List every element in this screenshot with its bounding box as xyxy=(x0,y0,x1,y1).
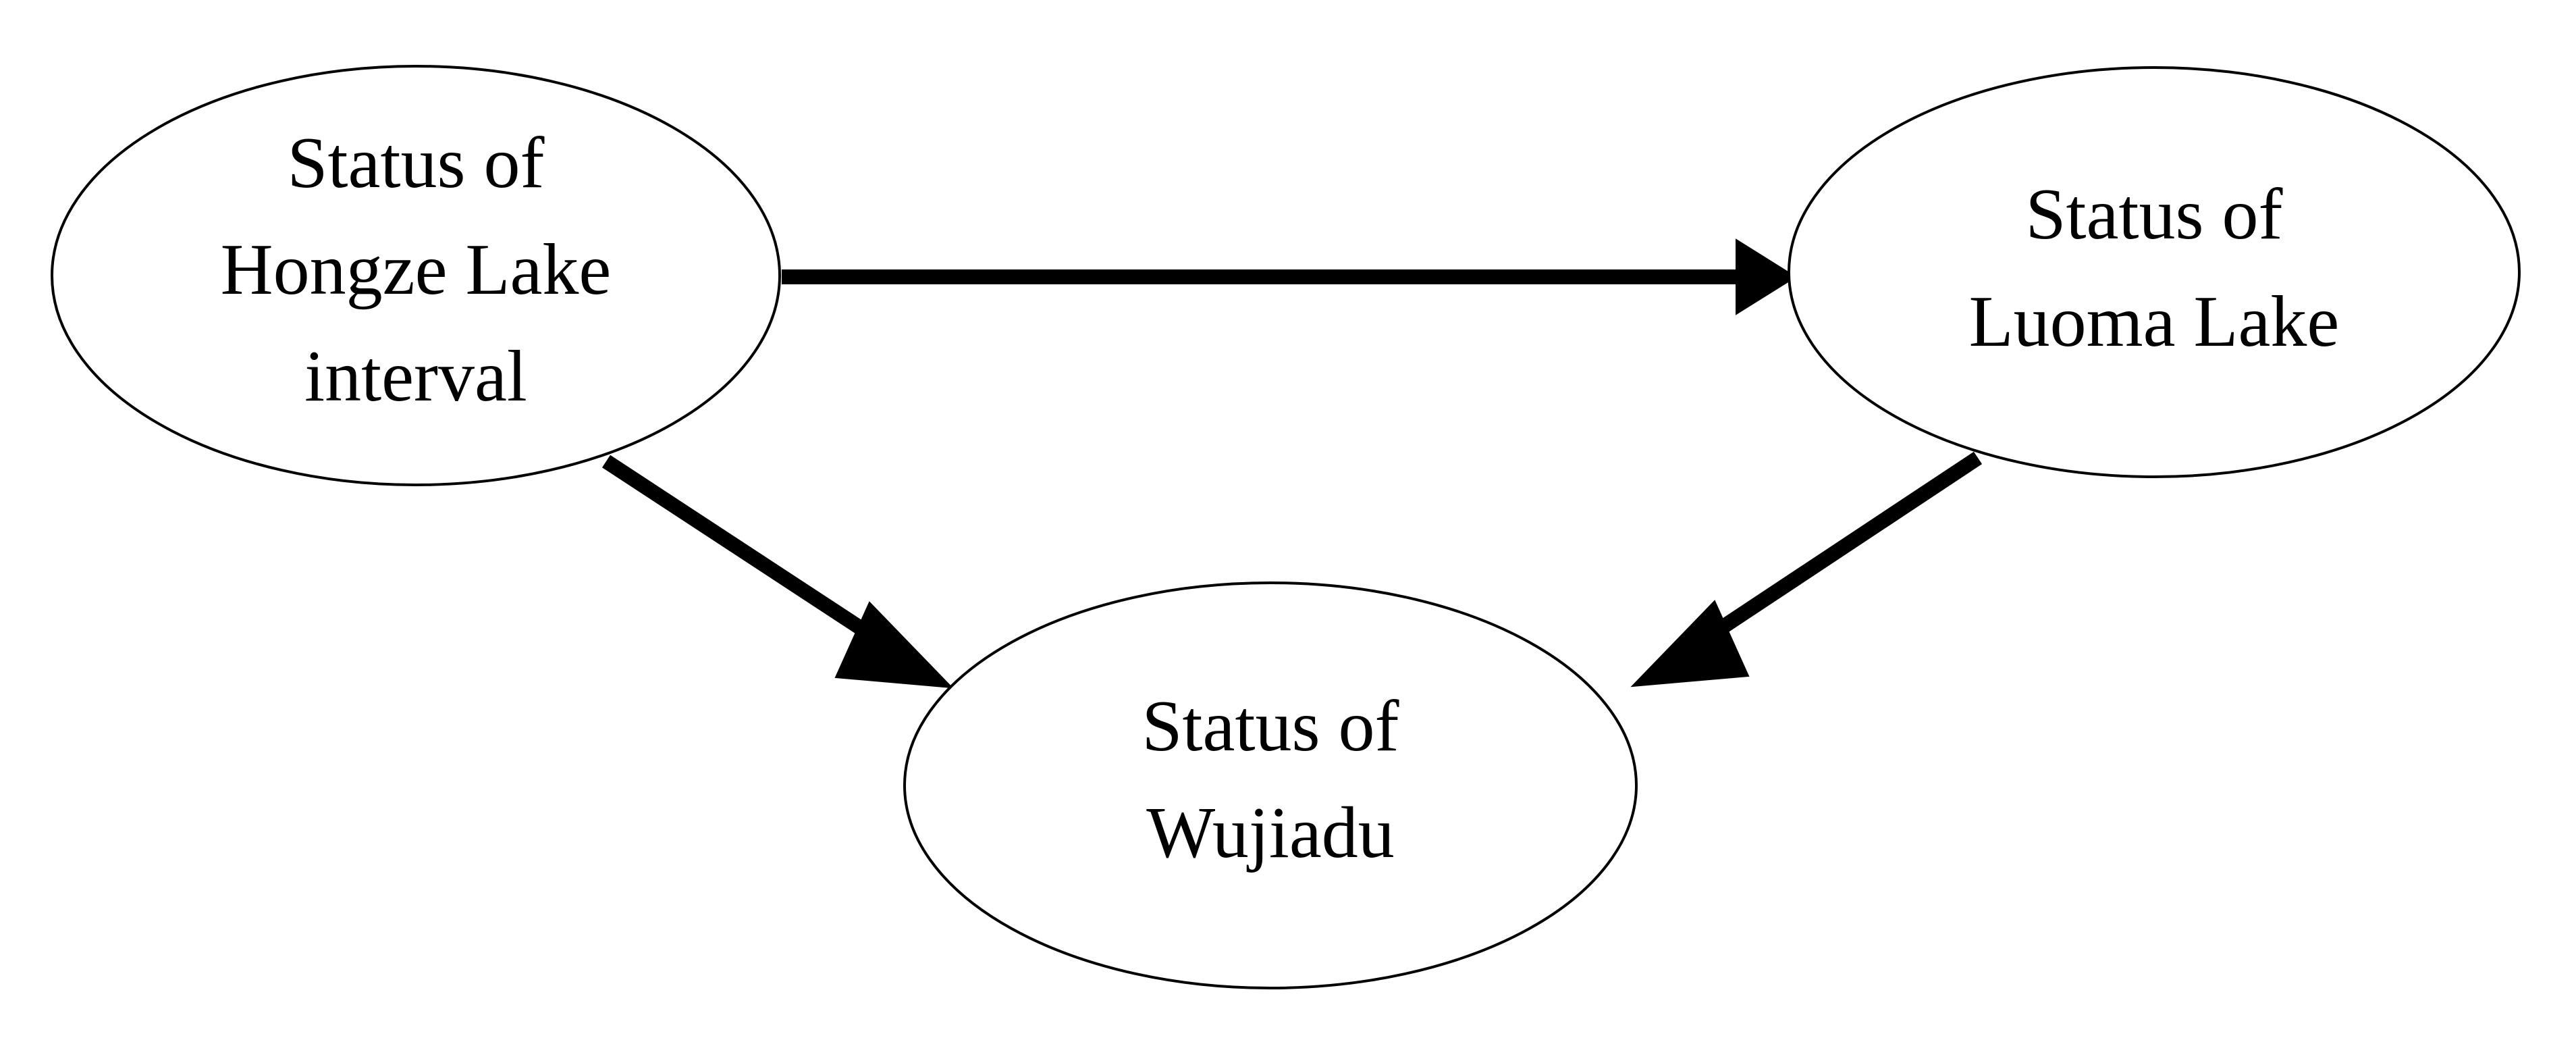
node-label-luoma-line2: Luoma Lake xyxy=(1969,282,2340,362)
node-label-hongze-line1: Status of xyxy=(287,123,544,203)
arrowhead-icon-hongze-to-luoma xyxy=(1736,238,1797,315)
node-luoma[interactable]: Status of Luoma Lake xyxy=(1788,66,2521,478)
edge-hongze-to-wujiadu[interactable] xyxy=(601,455,954,689)
node-label-hongze-line2: Hongze Lake xyxy=(221,230,612,310)
node-shape-luoma xyxy=(1788,66,2521,478)
edge-luoma-to-wujiadu[interactable] xyxy=(1630,451,1983,688)
node-shape-hongze xyxy=(51,65,781,486)
node-label-wujiadu-line1: Status of xyxy=(1142,686,1399,767)
edge-line-hongze-to-wujiadu xyxy=(601,455,893,653)
node-label-hongze-line3: interval xyxy=(304,336,527,417)
edge-line-luoma-to-wujiadu xyxy=(1691,451,1983,652)
node-label-wujiadu-line2: Wujiadu xyxy=(1146,793,1395,873)
node-wujiadu[interactable]: Status of Wujiadu xyxy=(903,581,1638,989)
arrowhead-icon-hongze-to-wujiadu xyxy=(834,601,954,689)
node-shape-wujiadu xyxy=(903,581,1638,989)
edge-hongze-to-luoma[interactable] xyxy=(782,238,1797,315)
arrowhead-icon-luoma-to-wujiadu xyxy=(1630,600,1750,688)
node-label-luoma-line1: Status of xyxy=(2025,174,2282,255)
node-hongze[interactable]: Status of Hongze Lake interval xyxy=(51,65,781,486)
